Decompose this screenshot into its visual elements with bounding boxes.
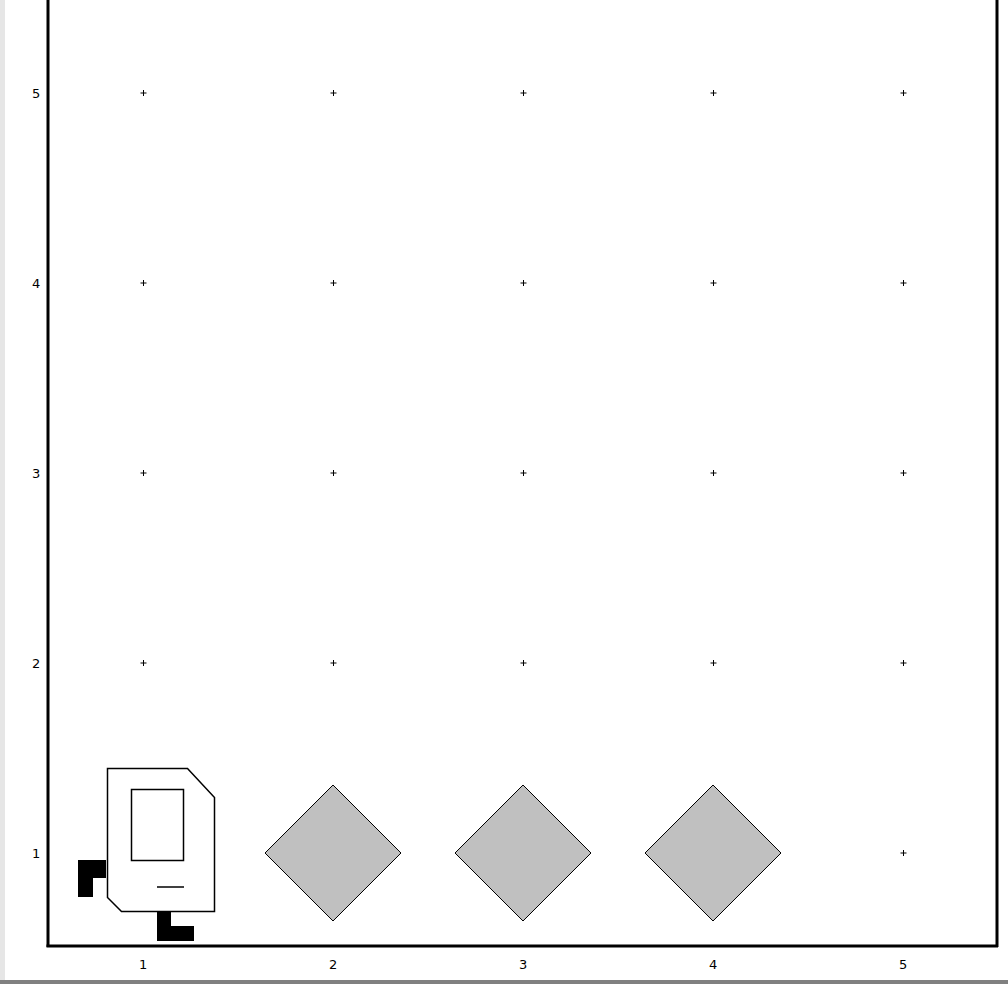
column-number: 4 [709, 958, 717, 971]
world-wall [47, 0, 50, 947]
row-number: 3 [32, 467, 40, 480]
window-edge [0, 0, 5, 984]
world-wall [47, 945, 999, 948]
world-wall [996, 0, 999, 947]
window-edge [0, 980, 1008, 984]
row-number: 4 [32, 277, 40, 290]
row-number: 1 [32, 847, 40, 860]
row-number: 2 [32, 657, 40, 670]
column-number: 5 [899, 958, 907, 971]
beepers [265, 785, 781, 921]
corner-marks [141, 90, 907, 856]
karel-robot [78, 769, 215, 942]
row-number: 5 [32, 87, 40, 100]
column-number: 2 [329, 958, 337, 971]
column-number: 1 [139, 958, 147, 971]
column-number: 3 [519, 958, 527, 971]
